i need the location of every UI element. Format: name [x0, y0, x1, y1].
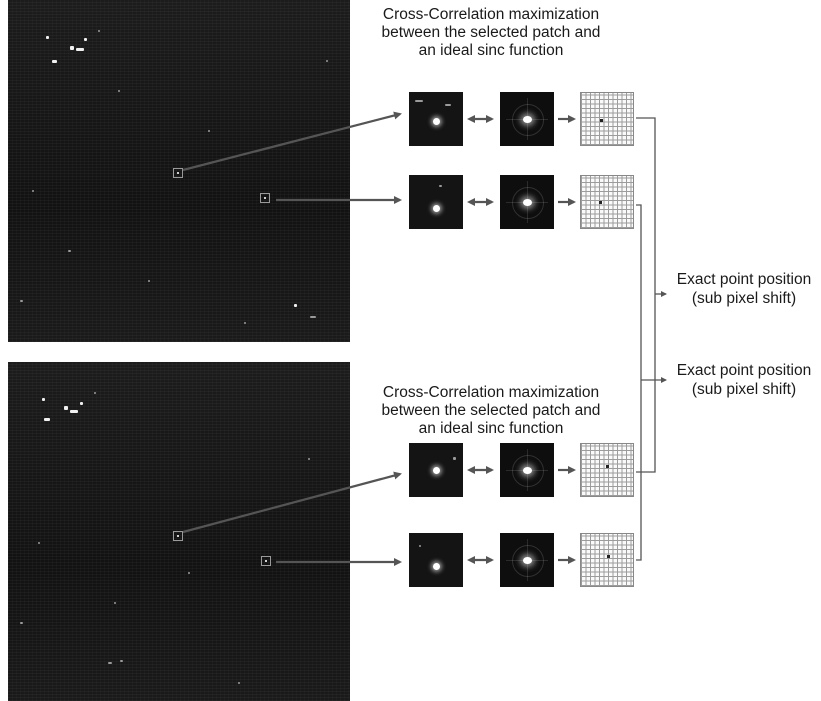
bright-scatterer	[46, 36, 49, 39]
bracket-grids-1-3	[636, 117, 656, 473]
caption-bottom: Cross-Correlation maximization between t…	[361, 384, 621, 438]
result-2-line1: Exact point position	[676, 362, 812, 379]
peak-marker	[600, 119, 603, 122]
patch-point-target	[433, 205, 440, 212]
selected-patch-marker-2[interactable]	[260, 193, 270, 203]
caption-top: Cross-Correlation maximization between t…	[361, 6, 621, 60]
sar-image-bottom	[8, 362, 350, 701]
caption-top-line3: an ideal sinc function	[418, 42, 564, 59]
sinc-function-1	[500, 92, 554, 146]
caption-bottom-line2: between the selected patch and	[381, 402, 601, 419]
result-label-2: Exact point position (sub pixel shift)	[664, 361, 821, 399]
arrow-marker1-to-patch1	[182, 111, 402, 172]
sinc-function-2	[500, 175, 554, 229]
result-2-line2: (sub pixel shift)	[691, 381, 797, 398]
scatterer	[20, 622, 23, 624]
scatterer	[94, 392, 96, 394]
scatterer	[68, 250, 71, 252]
sinc-function-4	[500, 533, 554, 587]
scatterer	[20, 300, 23, 302]
scatterer	[308, 458, 310, 460]
sinc-peak	[523, 467, 532, 474]
sinc-ring	[512, 104, 544, 136]
bright-scatterer	[76, 48, 84, 51]
sinc-peak	[523, 199, 532, 206]
subpixel-grid-2	[580, 175, 634, 229]
patch-image-3	[409, 443, 463, 497]
sar-image-top	[8, 0, 350, 342]
caption-top-line1: Cross-Correlation maximization	[382, 6, 600, 23]
selected-patch-marker-3[interactable]	[173, 531, 183, 541]
bright-scatterer	[84, 38, 87, 41]
result-1-line1: Exact point position	[676, 271, 812, 288]
result-1-line2: (sub pixel shift)	[691, 290, 797, 307]
peak-marker	[607, 555, 610, 558]
scatterer	[310, 316, 316, 318]
patch-clutter	[419, 545, 421, 547]
bright-scatterer	[294, 304, 297, 307]
bright-scatterer	[44, 418, 50, 421]
scatterer	[98, 30, 100, 32]
sinc-ring	[512, 187, 544, 219]
peak-marker	[606, 465, 609, 468]
scatterer	[120, 660, 123, 662]
result-label-1: Exact point position (sub pixel shift)	[664, 270, 821, 308]
sinc-peak	[523, 557, 532, 564]
patch-point-target	[433, 467, 440, 474]
subpixel-grid-1	[580, 92, 634, 146]
scatterer	[108, 662, 112, 664]
caption-top-line2: between the selected patch and	[381, 24, 601, 41]
scatterer	[208, 130, 210, 132]
subpixel-grid-3	[580, 443, 634, 497]
sinc-ring	[512, 455, 544, 487]
sinc-peak	[523, 116, 532, 123]
caption-bottom-line3: an ideal sinc function	[418, 420, 564, 437]
scatterer	[38, 542, 40, 544]
scatterer	[188, 572, 190, 574]
patch-image-1	[409, 92, 463, 146]
scatterer	[326, 60, 328, 62]
selected-patch-marker-1[interactable]	[173, 168, 183, 178]
scatterer	[148, 280, 150, 282]
scatterer	[244, 322, 246, 324]
scatterer	[32, 190, 34, 192]
patch-point-target	[433, 563, 440, 570]
selected-patch-marker-4[interactable]	[261, 556, 271, 566]
peak-marker	[599, 201, 602, 204]
scatterer	[118, 90, 120, 92]
scatterer	[238, 682, 240, 684]
patch-image-4	[409, 533, 463, 587]
subpixel-grid-4	[580, 533, 634, 587]
patch-clutter	[453, 457, 456, 460]
patch-clutter	[445, 104, 451, 106]
patch-clutter	[439, 185, 442, 187]
bright-scatterer	[80, 402, 83, 405]
patch-image-2	[409, 175, 463, 229]
patch-clutter	[415, 100, 423, 102]
sinc-function-3	[500, 443, 554, 497]
scatterer	[114, 602, 116, 604]
sinc-ring	[512, 545, 544, 577]
bright-scatterer	[52, 60, 57, 63]
caption-bottom-line1: Cross-Correlation maximization	[382, 384, 600, 401]
bright-scatterer	[70, 410, 78, 413]
patch-point-target	[433, 118, 440, 125]
bright-scatterer	[70, 46, 74, 50]
arrow-marker3-to-patch3	[182, 471, 402, 534]
bright-scatterer	[42, 398, 45, 401]
bright-scatterer	[64, 406, 68, 410]
bracket-grids-2-4	[636, 204, 642, 561]
